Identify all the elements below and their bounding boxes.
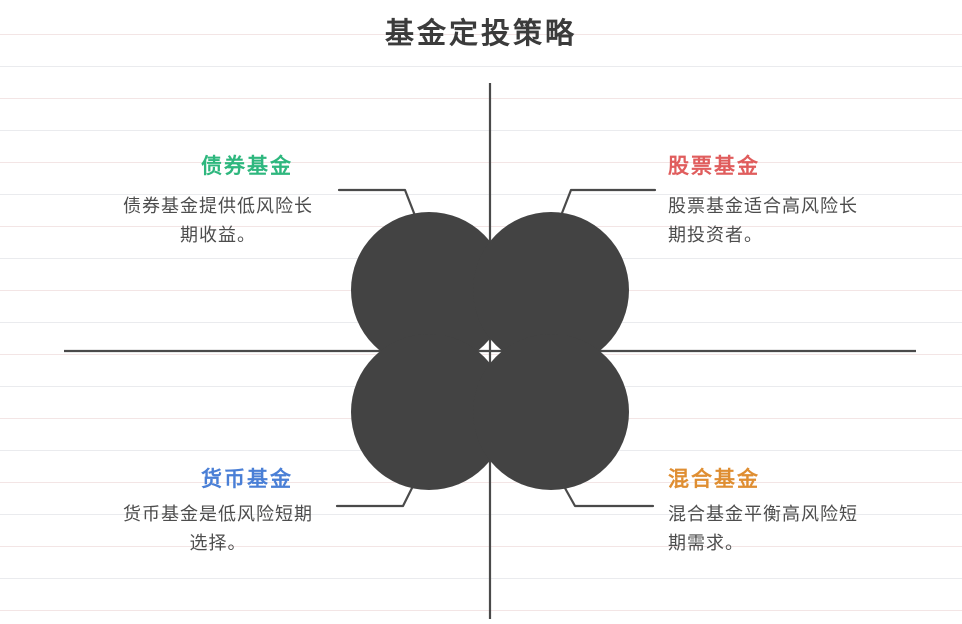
desc-line: 货币基金是低风险短期 [123,504,313,524]
page-title: 基金定投策略 [384,18,577,50]
desc-line: 选择。 [189,533,247,553]
desc-line: 期需求。 [668,533,744,553]
desc-line: 混合基金平衡高风险短 [668,504,858,524]
desc-line: 股票基金适合高风险长 [668,196,858,216]
quadrant-mixed-desc-text: 混合基金平衡高风险短 期需求。 [668,500,908,558]
quadrant-money-desc-text: 货币基金是低风险短期 选择。 [98,500,338,558]
clover-petal-top-left [351,212,507,368]
quadrant-stock-desc-text: 股票基金适合高风险长 期投资者。 [668,192,908,250]
quadrant-stock: 股票基金 [668,150,908,180]
quadrant-bond: 债券基金 [147,150,347,180]
clover-shape [351,212,629,490]
quadrant-mixed: 混合基金 [668,463,908,493]
quadrant-stock-desc: 股票基金适合高风险长 期投资者。 [668,192,908,250]
quadrant-money-desc: 货币基金是低风险短期 选择。 [98,500,338,558]
quadrant-money: 货币基金 [147,463,347,493]
desc-line: 期收益。 [180,225,256,245]
quadrant-bond-desc-text: 债券基金提供低风险长 期收益。 [98,192,338,250]
clover-petal-top-right [473,212,629,368]
quadrant-bond-desc: 债券基金提供低风险长 期收益。 [98,192,338,250]
clover-petal-bottom-right [473,334,629,490]
clover-petal-bottom-left [351,334,507,490]
quadrant-mixed-title: 混合基金 [668,467,760,491]
quadrant-money-title: 货币基金 [201,467,293,491]
quadrant-mixed-desc: 混合基金平衡高风险短 期需求。 [668,500,908,558]
desc-line: 期投资者。 [668,225,763,245]
desc-line: 债券基金提供低风险长 [123,196,313,216]
quadrant-bond-title: 债券基金 [201,154,293,178]
quadrant-stock-title: 股票基金 [668,154,760,178]
